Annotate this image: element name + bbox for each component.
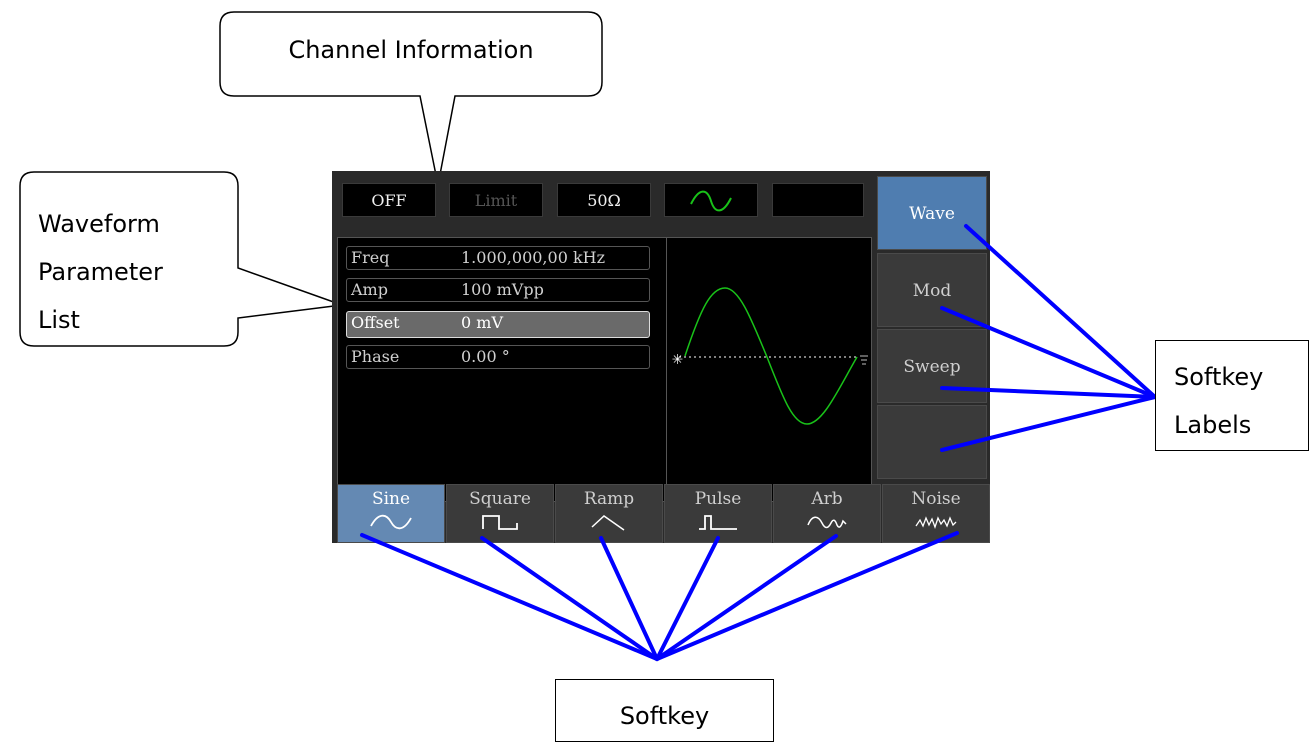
softkey-mod[interactable]: Mod [877, 253, 987, 327]
channel-info-label: Channel Information [288, 36, 534, 64]
ground-marker-icon [860, 355, 868, 365]
pointer-sine [360, 533, 659, 661]
softkey-square[interactable]: Square [446, 484, 554, 543]
param-name: Amp [351, 280, 388, 299]
pointer-noise [655, 531, 959, 661]
pointer-sweep [940, 386, 1157, 399]
param-name: Offset [351, 313, 400, 332]
param-amp[interactable]: Amp 100 mVpp [346, 278, 650, 302]
softkey-wave[interactable]: Wave [877, 176, 987, 250]
waveform-params-line3: List [38, 306, 80, 334]
output-status[interactable]: OFF [342, 183, 436, 217]
softkey-ramp[interactable]: Ramp [555, 484, 663, 543]
pointer-empty-key [940, 395, 1157, 452]
param-name: Freq [351, 248, 390, 267]
softkey-pulse[interactable]: Pulse [664, 484, 772, 543]
param-value: 0.00 ° [461, 347, 510, 366]
softkey-label: Sine [371, 489, 411, 509]
waveform-preview: ✳ [666, 238, 873, 503]
waveform-preview-graph: ✳ [672, 287, 868, 425]
sine-wave-icon [690, 190, 732, 212]
param-value: 0 mV [461, 313, 503, 332]
param-phase[interactable]: Phase 0.00 ° [346, 345, 650, 369]
param-value: 100 mVpp [461, 280, 544, 299]
softkey-label: Square [469, 489, 531, 509]
pointer-arb [655, 534, 838, 661]
softkey-labels-line1: Softkey [1174, 363, 1264, 391]
square-icon [482, 515, 518, 530]
noise-icon [915, 516, 957, 529]
param-name: Phase [351, 347, 400, 366]
waveform-params-callout [19, 171, 343, 347]
param-freq[interactable]: Freq 1.000,000,00 kHz [346, 246, 650, 270]
arb-icon [807, 516, 847, 529]
softkey-sine[interactable]: Sine [337, 484, 445, 543]
pointer-ramp [599, 536, 659, 661]
pulse-icon [699, 515, 737, 530]
waveform-params-line1: Waveform [38, 210, 160, 238]
softkey-label: Ramp [583, 489, 635, 509]
channel-info-callout [219, 11, 603, 186]
pointer-pulse [655, 536, 720, 661]
softkey-label: Noise [911, 489, 961, 509]
pointer-square [480, 536, 659, 661]
impedance-status[interactable]: 50Ω [557, 183, 651, 217]
waveform-params-line2: Parameter [38, 258, 163, 286]
softkey-label-text: Softkey [619, 702, 710, 730]
ramp-icon [591, 515, 625, 531]
device-screen: OFF Limit 50Ω Freq 1.000,000,00 kHz Amp … [332, 171, 990, 543]
trigger-marker-icon: ✳ [672, 348, 683, 369]
sine-icon [370, 514, 412, 530]
sine-trace [684, 287, 858, 425]
softkey-label: Pulse [694, 489, 742, 509]
limit-status[interactable]: Limit [449, 183, 543, 217]
param-value: 1.000,000,00 kHz [461, 248, 606, 267]
param-offset[interactable]: Offset 0 mV [346, 311, 650, 338]
waveform-params-label: Waveform Parameter List [38, 200, 163, 344]
softkey-box: Softkey [555, 679, 774, 742]
waveform-status [664, 183, 758, 217]
softkey-labels-box: Softkey Labels [1155, 340, 1309, 451]
pointer-mod [940, 306, 1157, 399]
softkey-label: Arb [811, 489, 843, 509]
blank-status [772, 183, 864, 217]
softkey-labels-line2: Labels [1174, 411, 1252, 439]
pointer-wave [964, 224, 1157, 399]
